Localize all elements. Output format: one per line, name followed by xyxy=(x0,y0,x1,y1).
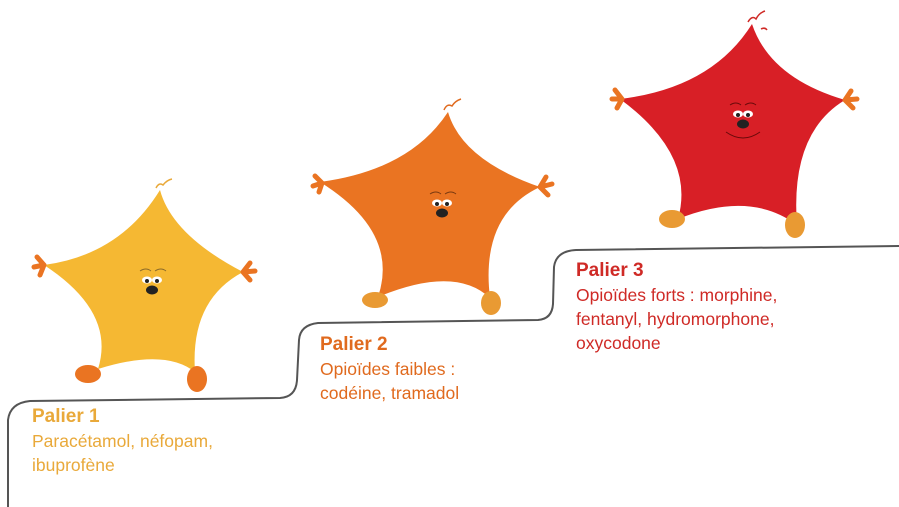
star-1-left-hand xyxy=(34,257,44,275)
star-1-left-foot xyxy=(75,365,101,383)
step-2-description: Opioïdes faibles : codéine, tramadol xyxy=(320,357,459,405)
star-1-right-hand xyxy=(243,263,255,280)
star-2-right-foot xyxy=(481,291,501,315)
star-2-right-hand xyxy=(540,177,552,195)
step-1-title: Palier 1 xyxy=(32,405,213,429)
star-1-hair xyxy=(156,179,172,188)
star-1-right-foot xyxy=(187,366,207,392)
star-2-left-hand xyxy=(313,176,322,192)
star-character-palier-2 xyxy=(313,99,552,315)
star-3-right-foot xyxy=(785,212,805,238)
star-character-palier-3 xyxy=(612,11,857,238)
star-2-left-foot xyxy=(362,292,388,308)
star-3-left-foot xyxy=(659,210,685,228)
star-2-body xyxy=(320,112,540,298)
star-character-palier-1 xyxy=(34,179,255,392)
step-palier-1: Palier 1 Paracétamol, néfopam, ibuprofèn… xyxy=(32,405,213,477)
star-2-hair xyxy=(444,99,461,110)
star-3-body xyxy=(620,24,845,225)
star-3-left-hand xyxy=(612,90,622,108)
star-3-right-hand xyxy=(845,91,857,108)
step-3-description: Opioïdes forts : morphine, fentanyl, hyd… xyxy=(576,283,777,355)
step-palier-2: Palier 2 Opioïdes faibles : codéine, tra… xyxy=(320,333,459,405)
step-2-title: Palier 2 xyxy=(320,333,459,357)
step-1-description: Paracétamol, néfopam, ibuprofène xyxy=(32,429,213,477)
step-3-title: Palier 3 xyxy=(576,259,777,283)
step-palier-3: Palier 3 Opioïdes forts : morphine, fent… xyxy=(576,259,777,355)
